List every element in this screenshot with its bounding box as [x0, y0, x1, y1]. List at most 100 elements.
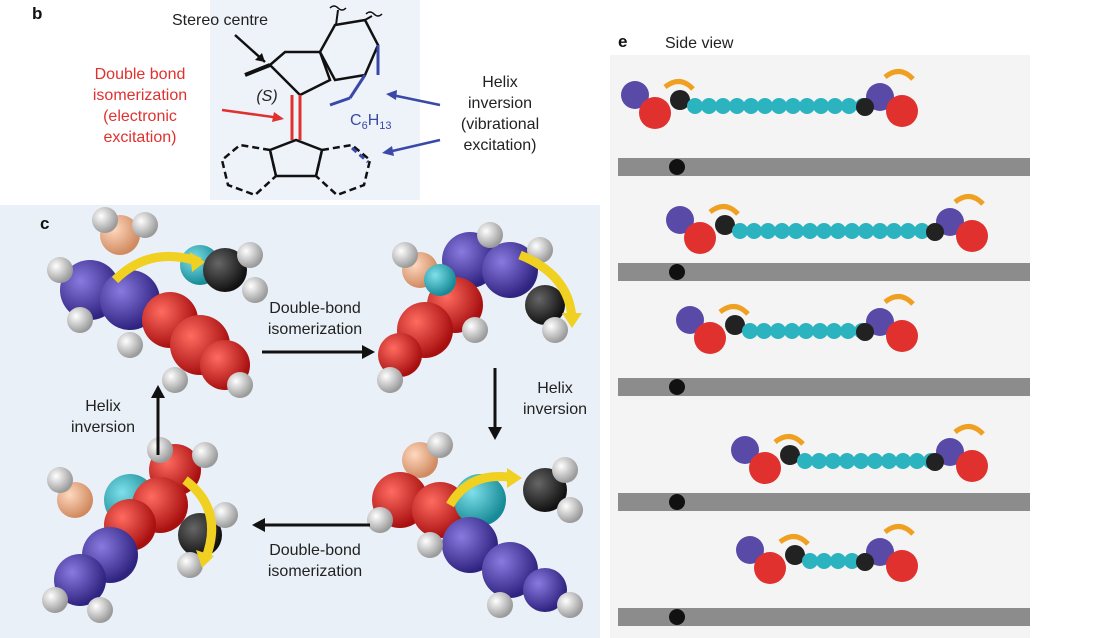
molecule-bottom-left [42, 437, 238, 623]
axle-atom [816, 223, 832, 239]
helix-line-4: excitation) [463, 137, 537, 154]
rotation-arrow-right [883, 69, 915, 81]
surface-bar [618, 378, 1030, 396]
fluorene-five-ring [268, 138, 324, 178]
double-bond-line-3: (electronic [103, 108, 177, 125]
left-rotor-red [749, 452, 781, 484]
axle-atom [729, 98, 745, 114]
fluorene-left-ring [220, 143, 278, 197]
axle-atom [844, 223, 860, 239]
c6h13-sub1: 6 [361, 120, 368, 133]
axle-atom [830, 553, 846, 569]
axle-atom [813, 98, 829, 114]
left-rotor-red [639, 97, 671, 129]
left-rotor-purple [736, 536, 764, 564]
helix-line-3: (vibrational [460, 116, 540, 133]
stereo-centre-label: Stereo centre [171, 12, 269, 29]
axle-atom [858, 223, 874, 239]
axle-atom [743, 98, 759, 114]
s-stereo-label: (S) [256, 88, 278, 105]
panel-c-letter: c [40, 214, 50, 233]
right-arrow-line-2: inversion [522, 401, 588, 418]
axle-atom [825, 453, 841, 469]
top-arrow-label: Double-bond isomerization [250, 298, 380, 340]
c6h13-c: C [350, 112, 362, 129]
left-rotor-black [715, 215, 735, 235]
arrowhead-left [151, 385, 165, 398]
panel-b-background [210, 0, 420, 200]
double-bond-line-4: excitation) [103, 129, 177, 146]
axle-atom [770, 323, 786, 339]
right-rotor-red [886, 95, 918, 127]
bottom-arrow-line-1: Double-bond [269, 542, 361, 559]
bond-up-1 [335, 9, 339, 26]
surface-bar [618, 608, 1030, 626]
axle-atom [785, 98, 801, 114]
axle-atom [841, 98, 857, 114]
c6h13-label: C6H13 [350, 110, 410, 137]
c6h13-h: H [367, 112, 380, 129]
surface-bar [618, 263, 1030, 281]
axle-atom [798, 323, 814, 339]
rotation-arrow-right [953, 424, 985, 436]
right-rotor-black [926, 453, 944, 471]
rotation-arrow-left [708, 204, 740, 216]
right-rotor-red [886, 550, 918, 582]
c6h13-sub2: 13 [379, 120, 392, 133]
molecule-bottom-right [367, 432, 583, 618]
tip-dot [669, 159, 685, 175]
arrowhead-right [488, 427, 502, 440]
axle-atom [788, 223, 804, 239]
blue-arrowhead-2 [382, 146, 394, 156]
left-rotor-purple [666, 206, 694, 234]
axle-atom [900, 223, 916, 239]
left-arrow-line-1: Helix [85, 398, 121, 415]
side-view-label: Side view [665, 35, 734, 52]
axle-atom [844, 553, 860, 569]
axle-atom [867, 453, 883, 469]
bottom-arrow-line-2: isomerization [267, 563, 363, 580]
left-arrow-line-2: inversion [70, 419, 136, 436]
helix-inversion-label-b: Helix inversion (vibrational excitation) [430, 72, 570, 156]
axle-atom [853, 453, 869, 469]
left-rotor-black [670, 90, 690, 110]
bond-up-2 [364, 15, 373, 21]
left-rotor-red [684, 222, 716, 254]
rotation-arrow-right [953, 194, 985, 206]
axle-atom [799, 98, 815, 114]
right-arrow-line-1: Helix [537, 380, 573, 397]
tip-dot [669, 264, 685, 280]
axle-atom [784, 323, 800, 339]
fluorene-blue-dash [351, 146, 369, 164]
right-rotor-red [956, 450, 988, 482]
rotation-arrow-left [718, 304, 750, 316]
left-rotor-black [785, 545, 805, 565]
axle-atom [827, 98, 843, 114]
tip-dot [669, 379, 685, 395]
molecule-top-right [377, 222, 582, 393]
axle-atom [886, 223, 902, 239]
axle-atom [802, 223, 818, 239]
axle-atom [830, 223, 846, 239]
double-bond-line-1: Double bond [94, 66, 186, 83]
axle-atom [839, 453, 855, 469]
right-rotor-black [926, 223, 944, 241]
left-rotor-black [725, 315, 745, 335]
red-arrowhead [272, 112, 284, 122]
rotation-arrow-right [883, 294, 915, 306]
blue-arrow-1 [391, 93, 441, 107]
axle-atom [701, 98, 717, 114]
right-rotor-black [856, 98, 874, 116]
left-rotor-black [780, 445, 800, 465]
axle-atom [757, 98, 773, 114]
axle-atom [881, 453, 897, 469]
rotation-arrow-left [663, 79, 695, 91]
arrowhead-top [362, 345, 375, 359]
axle-atom [802, 553, 818, 569]
blue-arrowhead-1 [386, 90, 397, 100]
panel-e-background [610, 55, 1030, 638]
axle-atom [872, 223, 888, 239]
axle-atom [756, 323, 772, 339]
